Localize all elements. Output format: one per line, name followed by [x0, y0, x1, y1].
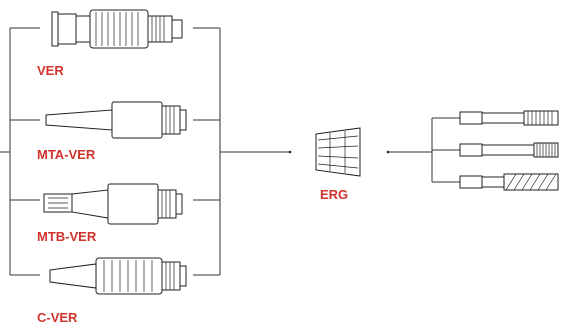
tap-icon-spiral-flute	[459, 173, 559, 191]
erg-collet-icon	[315, 127, 361, 177]
label-mta-ver: MTA-VER	[37, 147, 96, 162]
c-ver-toolholder-icon	[49, 257, 187, 295]
label-erg: ERG	[320, 187, 349, 202]
left-bracket	[0, 27, 40, 276]
middle-bracket	[193, 27, 292, 276]
ver-toolholder-icon	[51, 9, 183, 49]
right-bracket	[431, 117, 460, 183]
label-mtb-ver: MTB-VER	[37, 229, 97, 244]
mta-ver-toolholder-icon	[45, 101, 187, 139]
label-c-ver: C-VER	[37, 310, 78, 325]
erg-to-taps-connector	[386, 150, 432, 154]
tap-icon-straight-flute	[459, 110, 559, 126]
label-ver: VER	[37, 63, 64, 78]
mtb-ver-toolholder-icon	[43, 183, 183, 225]
tap-icon-short-thread	[459, 142, 559, 158]
